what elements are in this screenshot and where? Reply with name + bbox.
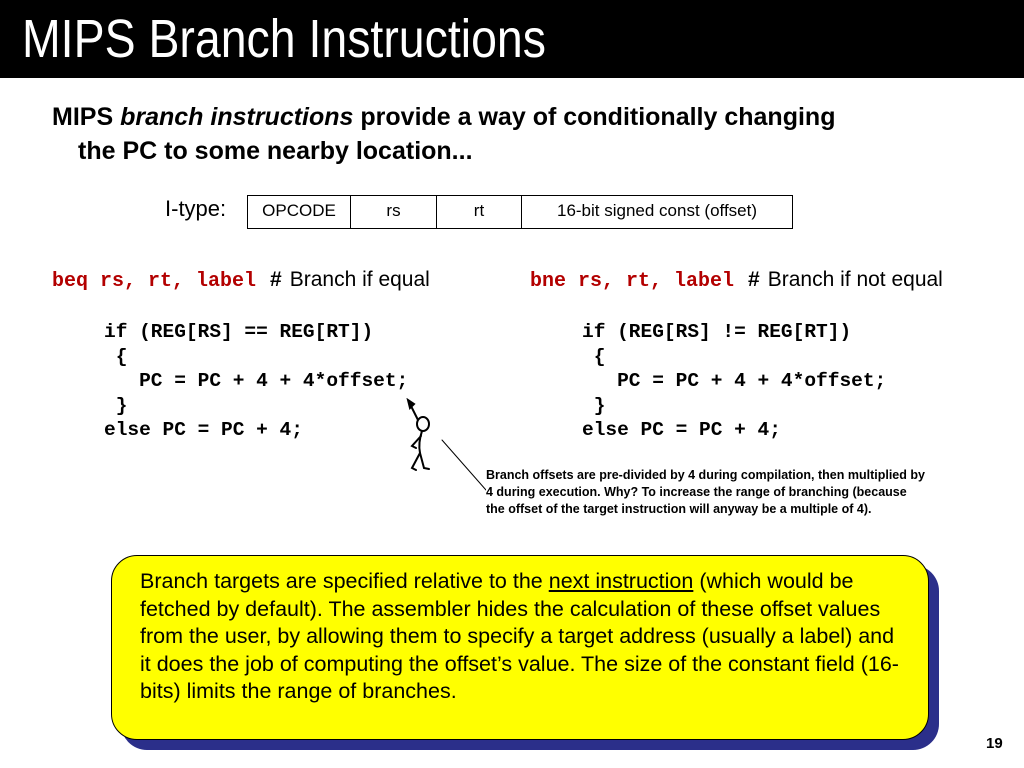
- bne-syntax: bne rs, rt, label: [530, 270, 735, 293]
- stick-figure-icon: [406, 398, 486, 491]
- intro-emphasis: branch instructions: [120, 103, 354, 131]
- intro-line2: the PC to some nearby location...: [78, 137, 473, 165]
- itype-field-rs: rs: [351, 196, 437, 228]
- beq-hash: #: [270, 268, 282, 291]
- intro-part1: MIPS: [52, 103, 121, 131]
- beq-syntax: beq rs, rt, label: [52, 270, 257, 293]
- callout-link-next-instruction: next instruction: [548, 569, 694, 593]
- itype-field-opcode: OPCODE: [248, 196, 351, 228]
- itype-field-rt: rt: [437, 196, 522, 228]
- intro-part2: provide a way of conditionally changing: [353, 103, 836, 131]
- callout-box: [111, 555, 929, 740]
- callout-text-before: Branch targets are specified relative to…: [140, 569, 549, 593]
- beq-comment: Branch if equal: [289, 268, 430, 291]
- bne-hash: #: [748, 268, 760, 291]
- bne-heading: bne rs, rt, label # Branch if not equal: [530, 268, 943, 293]
- offset-note: Branch offsets are pre-divided by 4 duri…: [486, 468, 925, 516]
- itype-format-table: OPCODE rs rt 16-bit signed const (offset…: [247, 195, 793, 229]
- beq-heading: beq rs, rt, label # Branch if equal: [52, 268, 430, 293]
- bne-pseudocode: if (REG[RS] != REG[RT]) { PC = PC + 4 + …: [582, 321, 887, 442]
- callout-text: Branch targets are specified relative to…: [140, 568, 910, 706]
- beq-pseudocode: if (REG[RS] == REG[RT]) { PC = PC + 4 + …: [104, 321, 409, 442]
- itype-label: I-type:: [165, 196, 227, 221]
- page-number: 19: [986, 735, 1003, 752]
- bne-comment: Branch if not equal: [767, 268, 943, 291]
- slide-title: MIPS Branch Instructions: [22, 9, 546, 69]
- itype-field-offset: 16-bit signed const (offset): [556, 201, 757, 220]
- intro-text: MIPS branch instructions provide a way o…: [52, 100, 972, 168]
- title-bar: MIPS Branch Instructions: [0, 0, 1024, 78]
- callout-text-after: (which would be fetched by default). The…: [140, 569, 899, 703]
